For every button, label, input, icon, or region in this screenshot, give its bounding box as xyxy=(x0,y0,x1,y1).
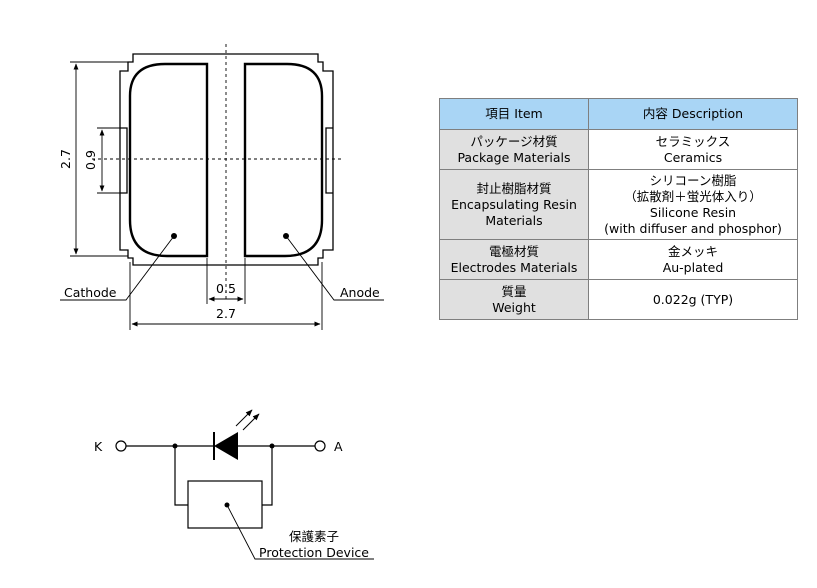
row-description: セラミックス Ceramics xyxy=(588,129,798,170)
spec-table: 項目 Item 内容 Description パッケージ材質 Package M… xyxy=(439,98,798,320)
header-description: 内容 Description xyxy=(588,98,798,130)
table-row: 封止樹脂材質 Encapsulating Resin Materials シリコ… xyxy=(439,169,798,240)
terminal-a-label: A xyxy=(334,439,343,454)
emission-arrow-1 xyxy=(235,409,253,427)
protection-leader xyxy=(226,504,374,560)
protection-label-jp: 保護素子 xyxy=(289,529,339,544)
gap-dimension-label: 0.5 xyxy=(216,281,236,296)
right-side-pad xyxy=(325,127,333,194)
circuit-schematic: K A 保護素子 Protection Device xyxy=(94,409,374,560)
row-item: パッケージ材質 Package Materials xyxy=(439,129,589,170)
pad-dimension-label: 0.9 xyxy=(83,150,98,170)
terminal-k xyxy=(115,440,127,452)
package-outline xyxy=(119,53,334,266)
protection-label-en: Protection Device xyxy=(259,545,369,560)
row-description: 0.022g (TYP) xyxy=(588,279,798,320)
package-drawing xyxy=(92,44,342,300)
table-row: パッケージ材質 Package Materials セラミックス Ceramic… xyxy=(439,129,798,170)
anode-label: Anode xyxy=(340,285,380,300)
table-row: 質量 Weight 0.022g (TYP) xyxy=(439,279,798,320)
dimension-pad-height: 0.9 xyxy=(83,127,120,194)
row-item: 封止樹脂材質 Encapsulating Resin Materials xyxy=(439,169,589,240)
cathode-leader: Cathode xyxy=(60,235,175,301)
anode-leader: Anode xyxy=(285,235,384,301)
row-item: 電極材質 Electrodes Materials xyxy=(439,239,589,280)
branch-left xyxy=(174,446,188,506)
terminal-a xyxy=(314,440,326,452)
row-description: 金メッキ Au-plated xyxy=(588,239,798,280)
cathode-label: Cathode xyxy=(64,285,117,300)
diode-icon xyxy=(214,432,238,460)
emission-arrow-2 xyxy=(242,413,260,431)
row-description: シリコーン樹脂 （拡散剤＋蛍光体入り） Silicone Resin (with… xyxy=(588,169,798,240)
dimension-gap: 0.5 xyxy=(206,258,246,304)
height-dimension-label: 2.7 xyxy=(58,149,73,169)
left-side-pad xyxy=(120,127,128,194)
width-dimension-label: 2.7 xyxy=(216,306,236,321)
header-item: 項目 Item xyxy=(439,98,589,130)
dimension-width: 2.7 xyxy=(129,262,323,330)
dimension-height: 2.7 xyxy=(58,61,128,257)
spec-table-header: 項目 Item 内容 Description xyxy=(439,98,798,130)
cathode-electrode xyxy=(128,62,209,258)
table-row: 電極材質 Electrodes Materials 金メッキ Au-plated xyxy=(439,239,798,280)
anode-electrode xyxy=(243,62,324,258)
row-item: 質量 Weight xyxy=(439,279,589,320)
branch-right xyxy=(262,446,273,506)
terminal-k-label: K xyxy=(94,439,103,454)
